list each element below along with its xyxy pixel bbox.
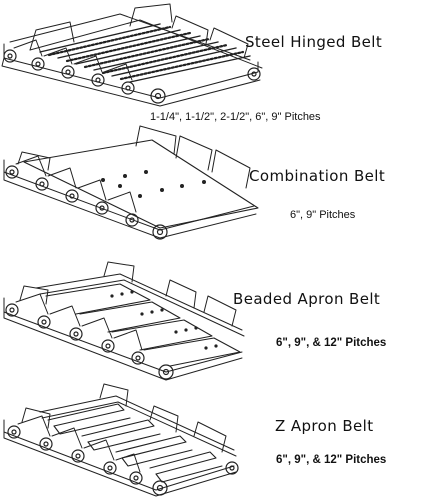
combination-belt-title: Combination Belt	[249, 167, 386, 185]
z-apron-belt-title: Z Apron Belt	[275, 417, 374, 435]
beaded-apron-belt-title: Beaded Apron Belt	[233, 290, 381, 308]
beaded-apron-belt-pitches: 6", 9", & 12" Pitches	[276, 337, 387, 349]
combination-belt-pitches: 6", 9" Pitches	[290, 209, 356, 221]
combination-belt-drawing	[3, 125, 259, 240]
steel-hinged-belt-pitches: 1-1/4", 1-1/2", 2-1/2", 6", 9" Pitches	[150, 111, 321, 123]
z-apron-belt-drawing	[3, 383, 239, 497]
steel-hinged-belt-drawing	[1, 3, 263, 107]
beaded-apron-belt-drawing	[3, 261, 245, 381]
z-apron-belt-pitches: 6", 9", & 12" Pitches	[276, 454, 387, 466]
steel-hinged-belt-title: Steel Hinged Belt	[245, 33, 383, 51]
